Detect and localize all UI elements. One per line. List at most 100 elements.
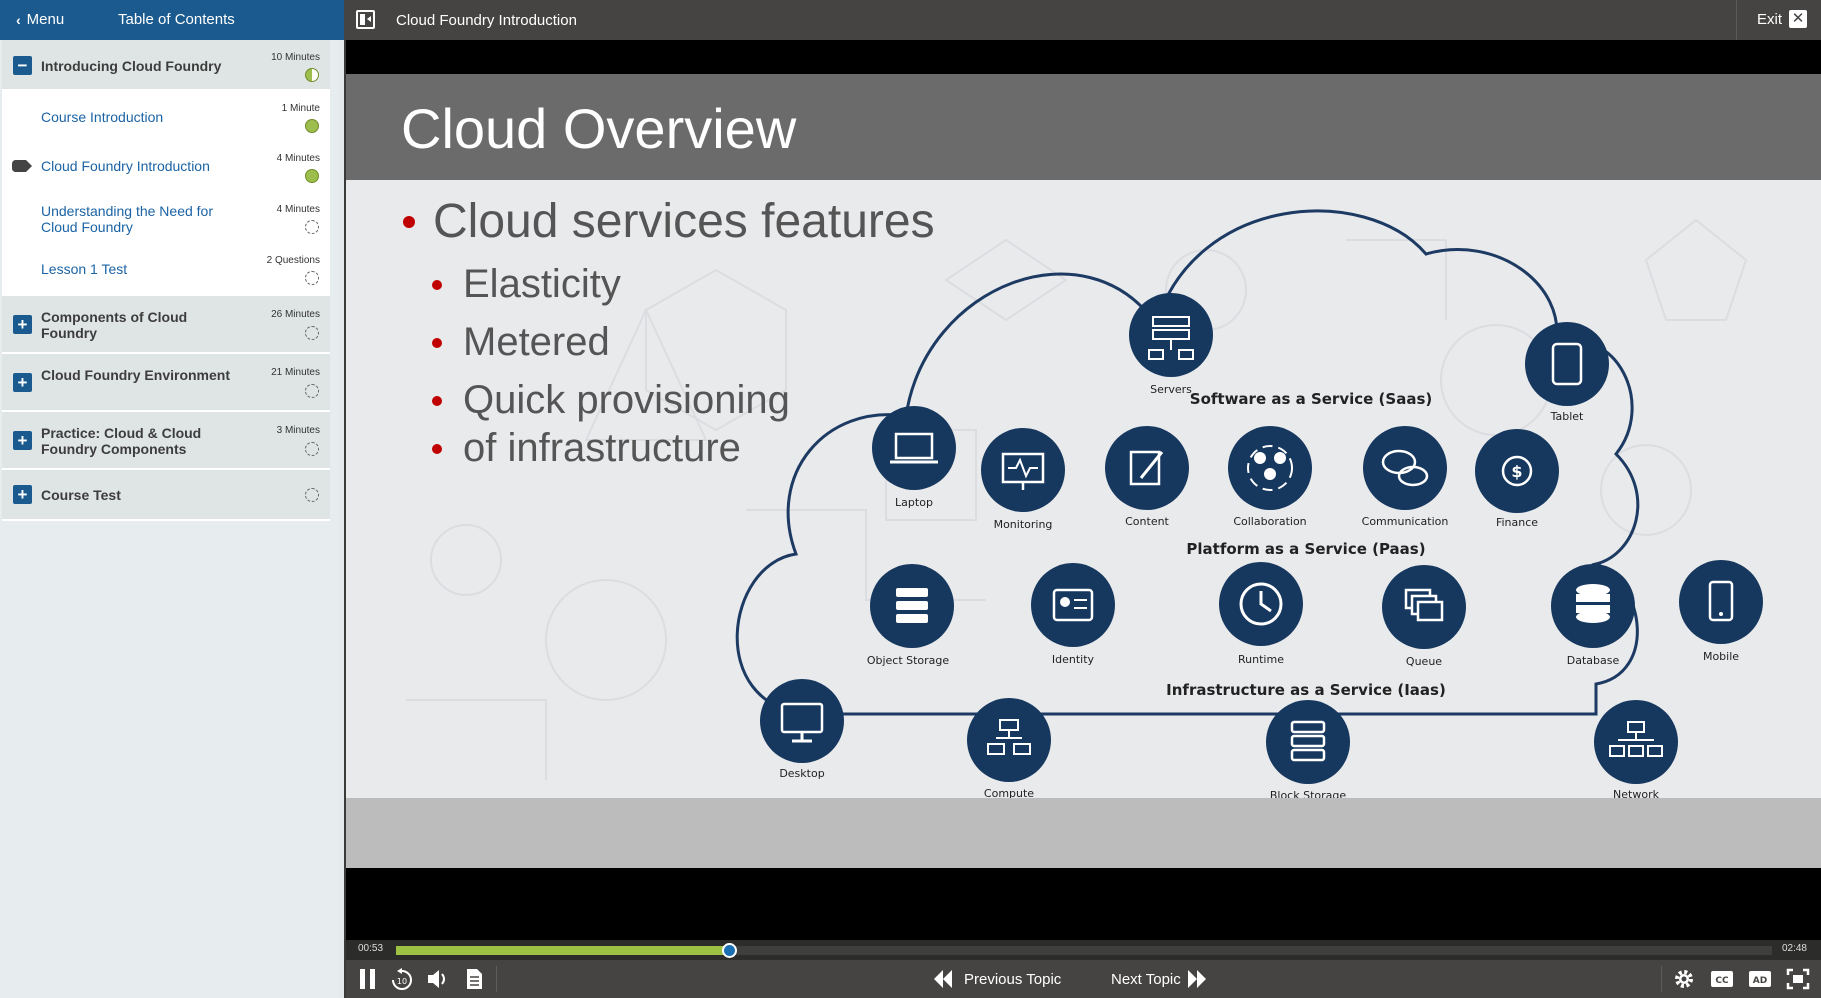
bullet-text: of infrastructure xyxy=(463,426,741,470)
menu-button[interactable]: ‹ Menu xyxy=(16,11,64,28)
queue-label: Queue xyxy=(1406,655,1442,668)
close-icon[interactable]: ✕ xyxy=(1789,10,1807,28)
video-stage: Cloud Overview Cloud services features E… xyxy=(346,40,1821,940)
current-topic-marker-icon xyxy=(12,160,32,172)
collaboration-icon: Collaboration xyxy=(1228,426,1312,528)
settings-gear-icon[interactable] xyxy=(1672,968,1696,990)
block-storage-icon: Block Storage xyxy=(1266,700,1350,802)
bullet-quick-provisioning-line2: of infrastructure xyxy=(401,424,1081,472)
toc-section-components[interactable]: + Components of Cloud Foundry 26 Minutes xyxy=(2,296,330,354)
bullet-quick-provisioning: Quick provisioning xyxy=(401,376,1081,424)
toc-topic-understanding-need[interactable]: Understanding the Need for Cloud Foundry… xyxy=(2,191,330,243)
bullet-metered: Metered xyxy=(401,318,1081,366)
closed-captions-icon[interactable]: CC xyxy=(1710,968,1734,990)
sidebar: ‹ Menu Table of Contents − Introducing C… xyxy=(0,0,344,998)
queue-icon: Queue xyxy=(1382,565,1466,668)
menu-label: Menu xyxy=(26,11,65,28)
toc-list: − Introducing Cloud Foundry 10 Minutes C… xyxy=(2,40,330,521)
network-label: Network xyxy=(1613,788,1660,801)
cloud-outline xyxy=(735,209,1640,716)
expand-plus-icon[interactable]: + xyxy=(13,431,32,450)
complete-status-icon xyxy=(305,169,319,183)
svg-text:10: 10 xyxy=(397,977,407,986)
exit-button[interactable]: Exit ✕ xyxy=(1736,0,1821,40)
previous-topic-icon[interactable] xyxy=(932,968,954,990)
not-started-status-icon xyxy=(305,326,319,340)
paas-label: Platform as a Service (Paas) xyxy=(1186,540,1425,558)
collapse-sidebar-icon[interactable] xyxy=(356,10,375,29)
servers-label: Servers xyxy=(1150,383,1192,396)
finance-icon: $ Finance xyxy=(1475,429,1559,529)
progress-fill xyxy=(396,946,729,955)
top-bar: Cloud Foundry Introduction Exit ✕ xyxy=(344,0,1821,40)
topic-title: Course Introduction xyxy=(41,109,164,125)
toc-section-introducing-cloud-foundry[interactable]: − Introducing Cloud Foundry 10 Minutes xyxy=(2,40,330,91)
communication-icon: Communication xyxy=(1362,426,1448,528)
tablet-icon: Tablet xyxy=(1525,322,1609,423)
collaboration-label: Collaboration xyxy=(1233,515,1306,528)
toc-topic-course-introduction[interactable]: Course Introduction 1 Minute xyxy=(2,91,330,141)
sidebar-header: ‹ Menu Table of Contents xyxy=(0,0,344,40)
topic-duration: 1 Minute xyxy=(281,103,320,114)
identity-icon: Identity xyxy=(1031,563,1115,666)
bullet-elasticity: Elasticity xyxy=(401,260,1081,308)
divider xyxy=(1661,966,1662,992)
compute-label: Compute xyxy=(984,787,1034,800)
previous-topic-button[interactable]: Previous Topic xyxy=(964,971,1062,988)
database-icon: Database xyxy=(1551,564,1635,667)
toc-topic-cloud-foundry-introduction[interactable]: Cloud Foundry Introduction 4 Minutes xyxy=(2,141,330,191)
pause-icon[interactable] xyxy=(356,968,380,990)
topic-duration: 2 Questions xyxy=(266,255,320,266)
total-time: 02:48 xyxy=(1781,943,1807,954)
complete-status-icon xyxy=(305,119,319,133)
expand-plus-icon[interactable]: + xyxy=(13,315,32,334)
transcript-icon[interactable] xyxy=(462,968,486,990)
fullscreen-icon[interactable] xyxy=(1786,968,1810,990)
sidebar-edge xyxy=(338,40,344,998)
laptop-icon: Laptop xyxy=(872,406,956,509)
toc-topic-lesson-1-test[interactable]: Lesson 1 Test 2 Questions xyxy=(2,243,330,296)
slide-title: Cloud Overview xyxy=(401,97,797,160)
toc-section-environment[interactable]: + Cloud Foundry Environment 21 Minutes xyxy=(2,354,330,412)
next-topic-icon[interactable] xyxy=(1186,968,1208,990)
expand-plus-icon[interactable]: + xyxy=(13,485,32,504)
volume-icon[interactable] xyxy=(426,968,450,990)
slide: Cloud Overview Cloud services features E… xyxy=(346,74,1821,832)
section-title: Course Test xyxy=(41,487,121,503)
section-title: Introducing Cloud Foundry xyxy=(41,58,222,74)
next-topic-button[interactable]: Next Topic xyxy=(1111,971,1181,988)
tablet-label: Tablet xyxy=(1550,410,1584,423)
exit-label: Exit xyxy=(1757,11,1783,28)
svg-text:$: $ xyxy=(1511,462,1522,481)
section-duration: 3 Minutes xyxy=(276,425,320,436)
runtime-label: Runtime xyxy=(1238,653,1284,666)
seek-bar[interactable] xyxy=(396,943,1772,958)
content-label: Content xyxy=(1125,515,1169,528)
monitoring-icon: Monitoring xyxy=(981,428,1065,531)
expand-plus-icon[interactable]: + xyxy=(13,373,32,392)
toc-section-practice[interactable]: + Practice: Cloud & Cloud Foundry Compon… xyxy=(2,412,330,470)
audio-description-icon[interactable]: AD xyxy=(1748,968,1772,990)
topic-title: Understanding the Need for Cloud Foundry xyxy=(41,203,213,235)
player-controls: 10 Previous Topic Next Topic CC xyxy=(346,960,1821,998)
toc-title: Table of Contents xyxy=(118,11,235,28)
section-duration: 10 Minutes xyxy=(271,52,320,63)
collapse-minus-icon[interactable]: − xyxy=(13,56,32,75)
desktop-icon: Desktop xyxy=(760,679,844,780)
toc-section-course-test[interactable]: + Course Test xyxy=(2,470,330,521)
progress-area: 00:53 02:48 xyxy=(346,940,1821,960)
section-title: Cloud Foundry Environment xyxy=(41,367,230,383)
svg-text:CC: CC xyxy=(1715,976,1729,986)
topic-title: Lesson 1 Test xyxy=(41,261,128,277)
seek-handle[interactable] xyxy=(721,943,737,958)
rewind-10-icon[interactable]: 10 xyxy=(390,968,414,990)
desktop-label: Desktop xyxy=(779,767,824,780)
laptop-label: Laptop xyxy=(895,496,933,509)
slide-bullets: Cloud services features Elasticity Meter… xyxy=(401,194,1081,472)
object-storage-icon: Object Storage xyxy=(867,564,954,667)
database-label: Database xyxy=(1567,654,1620,667)
section-duration: 26 Minutes xyxy=(271,309,320,320)
saas-label: Software as a Service (Saas) xyxy=(1190,390,1432,408)
cloud-services-diagram: Software as a Service (Saas) Platform as… xyxy=(735,209,1763,802)
